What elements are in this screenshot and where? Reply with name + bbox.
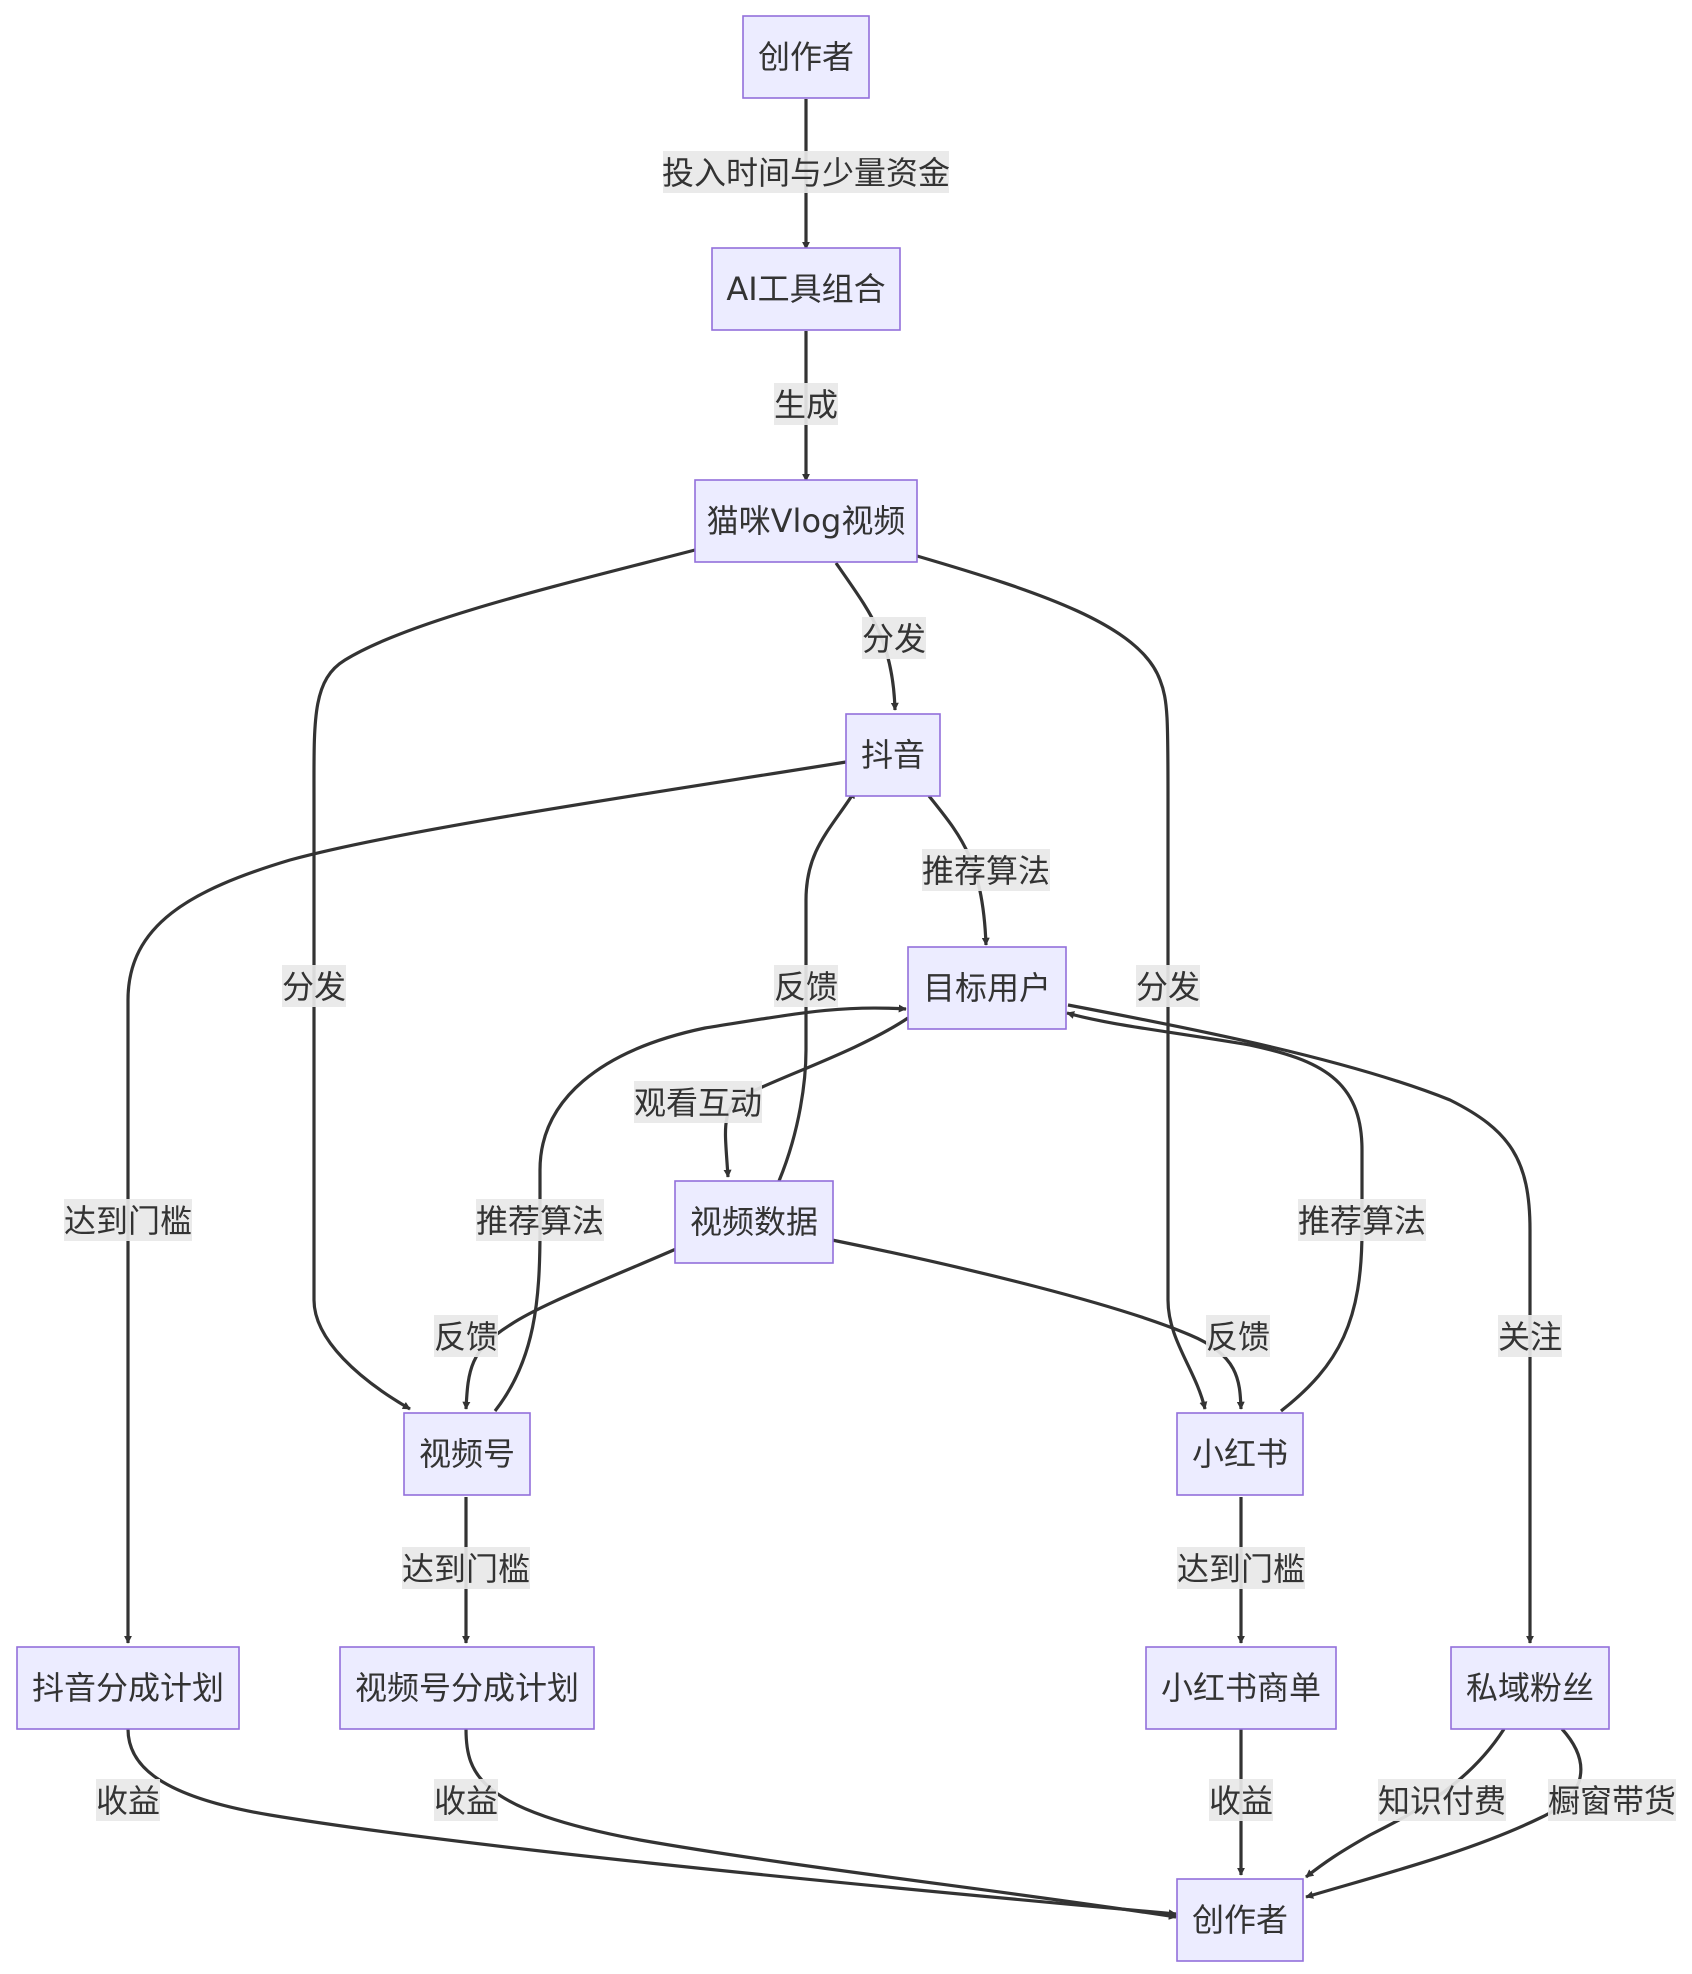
nodes: 创作者 AI工具组合 猫咪Vlog视频 抖音 目标用户 视频数据 视频号 小红 (16, 15, 1610, 1962)
node-ai-tools[interactable]: AI工具组合 (711, 247, 901, 331)
edge-vlog-to-xhs (916, 554, 1208, 1410)
svg-text:关注: 关注 (1498, 1318, 1562, 1356)
svg-text:创作者: 创作者 (758, 38, 854, 76)
svg-text:生成: 生成 (774, 386, 838, 424)
edge-private-to-creator-knowledge (1305, 1728, 1506, 1879)
node-private-fans[interactable]: 私域粉丝 (1450, 1646, 1610, 1730)
edge-label-paid-knowledge: 知识付费 (1378, 1779, 1506, 1821)
svg-text:抖音: 抖音 (861, 736, 925, 774)
edge-label-threshold-douyin: 达到门槛 (64, 1199, 192, 1241)
node-shipinhao[interactable]: 视频号 (403, 1412, 531, 1496)
svg-text:分发: 分发 (862, 620, 926, 658)
edge-label-distribute-douyin: 分发 (862, 617, 926, 659)
edge-douyinplan-to-creator (126, 1728, 1177, 1918)
svg-text:视频数据: 视频数据 (690, 1203, 818, 1241)
edge-label-feedback-shipinhao: 反馈 (434, 1315, 498, 1357)
node-creator-top[interactable]: 创作者 (742, 15, 870, 99)
edge-label-algo-xhs: 推荐算法 (1298, 1199, 1426, 1241)
edge-label-threshold-xhs: 达到门槛 (1177, 1547, 1305, 1589)
node-creator-bottom[interactable]: 创作者 (1176, 1878, 1304, 1962)
edge-xhs-to-users (1066, 1011, 1364, 1413)
svg-text:反馈: 反馈 (774, 968, 838, 1006)
svg-text:私域粉丝: 私域粉丝 (1466, 1669, 1594, 1707)
svg-text:橱窗带货: 橱窗带货 (1548, 1782, 1676, 1820)
edge-label-distribute-shipinhao: 分发 (282, 965, 346, 1007)
node-target-users[interactable]: 目标用户 (907, 946, 1067, 1030)
edge-shipinhao-to-users (493, 1004, 907, 1412)
svg-text:反馈: 反馈 (1206, 1318, 1270, 1356)
svg-text:投入时间与少量资金: 投入时间与少量资金 (662, 154, 950, 192)
edges (124, 99, 1583, 1920)
edge-label-algo-shipinhao: 推荐算法 (476, 1199, 604, 1241)
svg-text:AI工具组合: AI工具组合 (726, 270, 885, 308)
node-video-data[interactable]: 视频数据 (674, 1180, 834, 1264)
node-douyin-plan[interactable]: 抖音分成计划 (16, 1646, 240, 1730)
edge-label-watch-interact: 观看互动 (634, 1081, 762, 1123)
edge-label-revenue-xhs: 收益 (1209, 1779, 1273, 1821)
edge-shipinhaoplan-to-creator (464, 1728, 1177, 1920)
edge-label-algo-douyin: 推荐算法 (922, 849, 1050, 891)
svg-text:分发: 分发 (282, 968, 346, 1006)
edge-users-to-private (1067, 1003, 1534, 1644)
edge-labels: 投入时间与少量资金 生成 分发 分发 分发 推荐算法 反馈 观看互动 (64, 151, 1676, 1821)
svg-text:推荐算法: 推荐算法 (476, 1202, 604, 1240)
node-shipinhao-plan[interactable]: 视频号分成计划 (339, 1646, 595, 1730)
edge-label-feedback-douyin: 反馈 (774, 965, 838, 1007)
node-xhs-deals[interactable]: 小红书商单 (1145, 1646, 1337, 1730)
svg-text:观看互动: 观看互动 (634, 1084, 762, 1122)
edge-videodata-to-xhs (831, 1238, 1245, 1410)
svg-text:视频号分成计划: 视频号分成计划 (355, 1669, 579, 1707)
edge-label-threshold-shipinhao: 达到门槛 (402, 1547, 530, 1589)
svg-text:收益: 收益 (434, 1782, 498, 1820)
node-cat-vlog[interactable]: 猫咪Vlog视频 (694, 479, 918, 563)
svg-text:抖音分成计划: 抖音分成计划 (32, 1669, 224, 1707)
svg-text:创作者: 创作者 (1192, 1901, 1288, 1939)
svg-text:达到门槛: 达到门槛 (402, 1550, 530, 1588)
svg-text:推荐算法: 推荐算法 (1298, 1202, 1426, 1240)
svg-text:分发: 分发 (1136, 968, 1200, 1006)
svg-text:收益: 收益 (1209, 1782, 1273, 1820)
edge-label-feedback-xhs: 反馈 (1206, 1315, 1270, 1357)
svg-text:反馈: 反馈 (434, 1318, 498, 1356)
svg-text:收益: 收益 (96, 1782, 160, 1820)
edge-label-invest: 投入时间与少量资金 (662, 151, 950, 193)
edge-label-distribute-xhs: 分发 (1136, 965, 1200, 1007)
edge-private-to-creator-showcase (1305, 1727, 1583, 1899)
edge-label-generate: 生成 (774, 383, 838, 425)
node-douyin[interactable]: 抖音 (845, 713, 941, 797)
edge-label-revenue-shipinhao: 收益 (434, 1779, 498, 1821)
svg-text:推荐算法: 推荐算法 (922, 852, 1050, 890)
edge-label-showcase-sales: 橱窗带货 (1548, 1779, 1676, 1821)
svg-text:知识付费: 知识付费 (1378, 1782, 1506, 1820)
edge-label-revenue-douyin: 收益 (96, 1779, 160, 1821)
svg-text:目标用户: 目标用户 (923, 969, 1051, 1007)
edge-label-follow: 关注 (1498, 1315, 1562, 1357)
node-xiaohongshu[interactable]: 小红书 (1176, 1412, 1304, 1496)
edge-vlog-to-shipinhao (312, 548, 696, 1411)
edge-douyin-to-plan (124, 760, 847, 1644)
svg-text:猫咪Vlog视频: 猫咪Vlog视频 (707, 502, 906, 540)
svg-text:小红书商单: 小红书商单 (1161, 1669, 1321, 1707)
edge-videodata-to-shipinhao (462, 1247, 677, 1410)
svg-text:小红书: 小红书 (1192, 1435, 1288, 1473)
svg-text:达到门槛: 达到门槛 (1177, 1550, 1305, 1588)
svg-text:视频号: 视频号 (419, 1435, 515, 1473)
svg-text:达到门槛: 达到门槛 (64, 1202, 192, 1240)
